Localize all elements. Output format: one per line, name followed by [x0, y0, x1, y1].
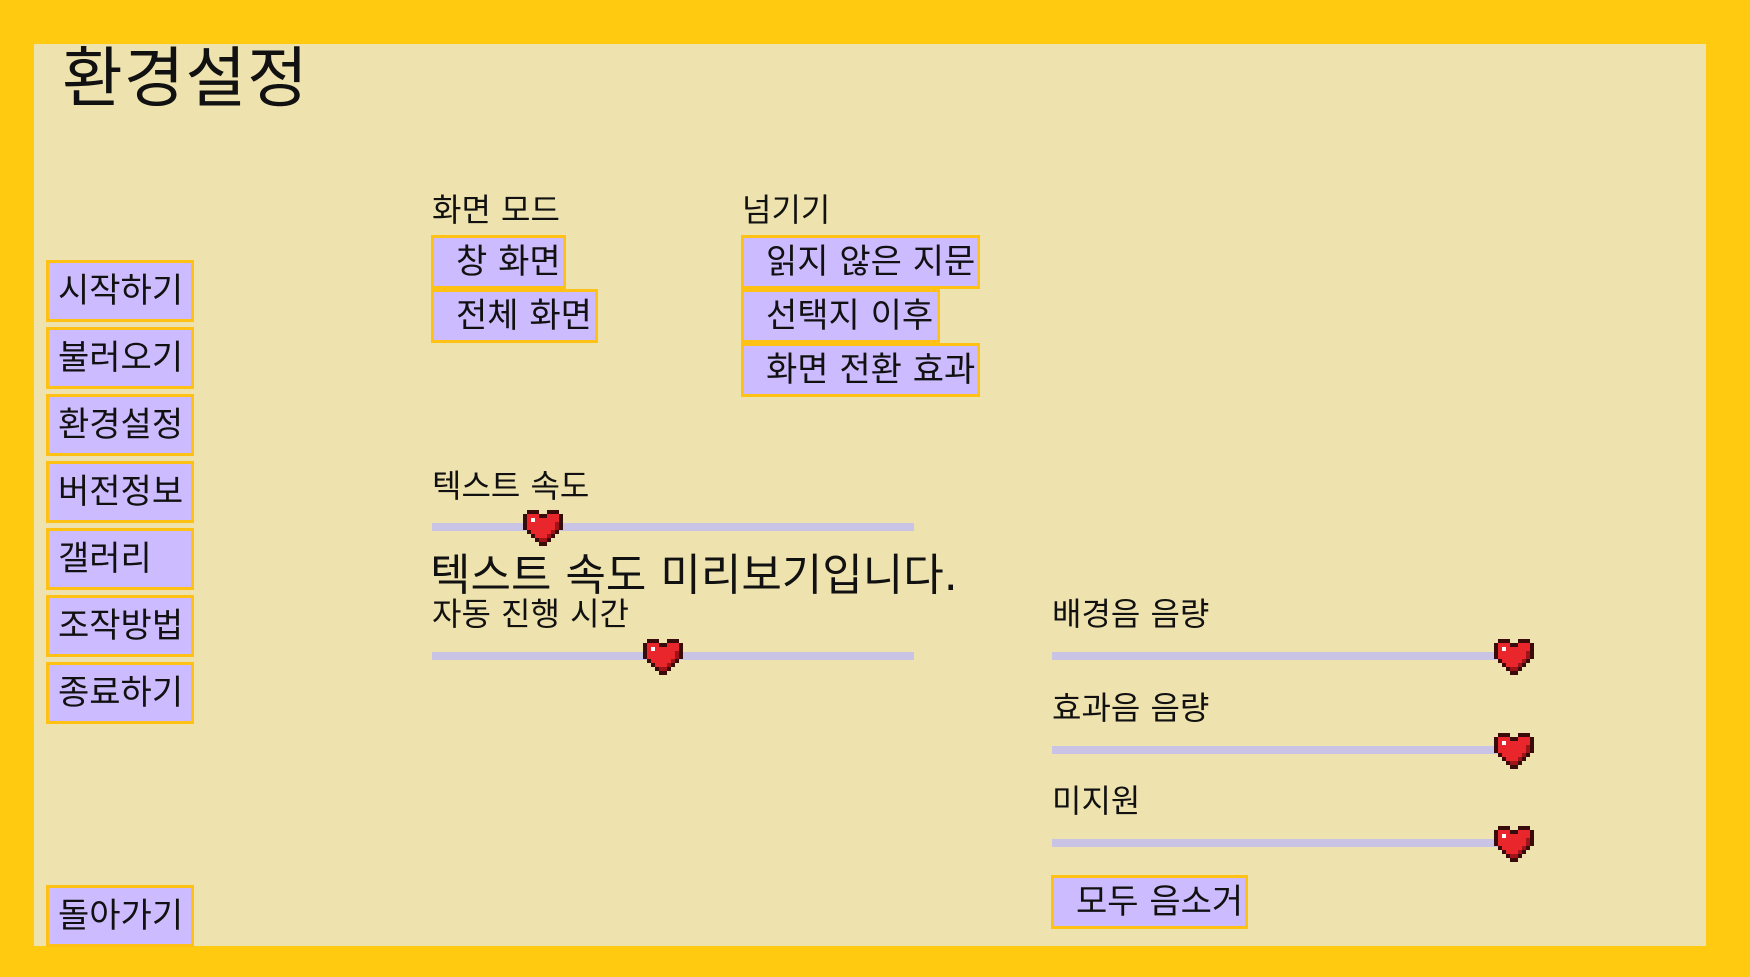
mute-all-button[interactable]: 모두 음소거: [1051, 875, 1248, 929]
settings-panel: [34, 44, 1706, 946]
unsupported-volume-label: 미지원: [1052, 782, 1141, 820]
nav-about-button[interactable]: 버전정보: [46, 461, 194, 523]
pixel-heart-icon[interactable]: [1494, 733, 1534, 769]
nav-quit-button[interactable]: 종료하기: [46, 662, 194, 724]
music-volume-label: 배경음 음량: [1052, 595, 1210, 633]
fullscreen-mode-button[interactable]: 전체 화면: [431, 289, 598, 343]
pixel-heart-icon[interactable]: [643, 639, 684, 675]
sound-volume-slider[interactable]: [1052, 731, 1534, 769]
nav-help-button[interactable]: 조작방법: [46, 595, 194, 657]
nav-gallery-button[interactable]: 갤러리: [46, 528, 194, 590]
auto-forward-slider[interactable]: [432, 637, 914, 675]
text-speed-slider[interactable]: [432, 508, 914, 546]
pixel-heart-icon[interactable]: [1494, 826, 1534, 862]
auto-forward-label: 자동 진행 시간: [432, 595, 629, 633]
slider-track: [1052, 652, 1514, 660]
back-button[interactable]: 돌아가기: [46, 885, 194, 947]
unsupported-volume-slider[interactable]: [1052, 824, 1534, 862]
text-speed-preview: 텍스트 속도 미리보기입니다.: [430, 550, 958, 601]
sound-volume-label: 효과음 음량: [1052, 689, 1210, 727]
slider-track: [1052, 746, 1514, 754]
nav-start-button[interactable]: 시작하기: [46, 260, 194, 322]
skip-after-choices-button[interactable]: 선택지 이후: [741, 289, 940, 343]
page-title: 환경설정: [62, 40, 309, 117]
skip-heading: 넘기기: [742, 191, 831, 229]
slider-track: [432, 523, 914, 531]
slider-track: [1052, 839, 1514, 847]
pixel-heart-icon[interactable]: [522, 510, 563, 546]
nav-preferences-button[interactable]: 환경설정: [46, 394, 194, 456]
skip-transitions-button[interactable]: 화면 전환 효과: [741, 343, 980, 397]
text-speed-label: 텍스트 속도: [432, 467, 590, 505]
pixel-heart-icon[interactable]: [1494, 639, 1534, 675]
nav-load-button[interactable]: 불러오기: [46, 327, 194, 389]
music-volume-slider[interactable]: [1052, 637, 1534, 675]
display-mode-heading: 화면 모드: [432, 191, 560, 229]
window-mode-button[interactable]: 창 화면: [431, 235, 566, 289]
skip-unseen-button[interactable]: 읽지 않은 지문: [741, 235, 980, 289]
